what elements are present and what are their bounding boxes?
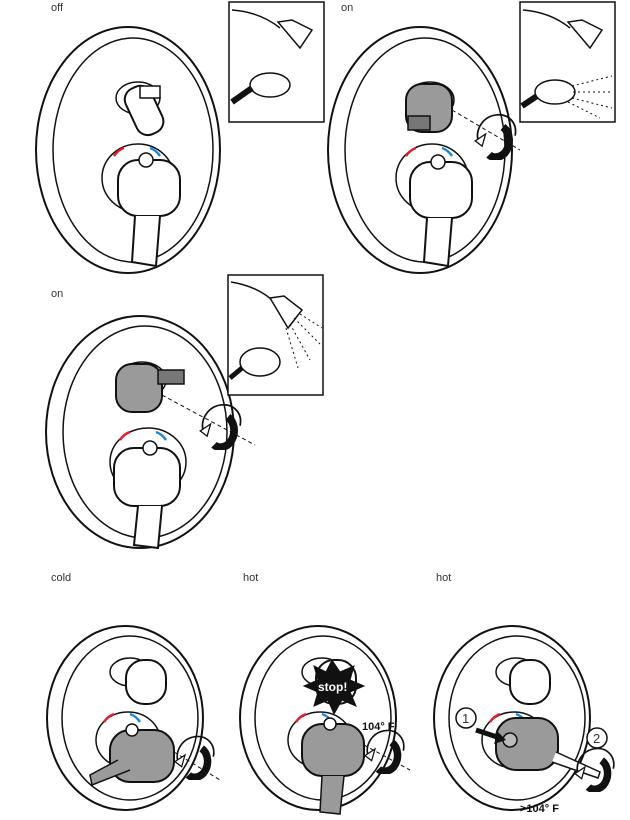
stop-burst-icon xyxy=(302,659,366,716)
panel-4-label: cold xyxy=(51,572,72,584)
step-2-circle xyxy=(586,727,608,749)
hand-shower-icon xyxy=(249,72,291,98)
panel-6-valve xyxy=(433,625,614,811)
stop-label: stop! xyxy=(318,680,348,694)
panel-5-label: hot xyxy=(243,572,259,584)
panel-4-valve xyxy=(46,625,221,811)
panel-1-valve xyxy=(35,26,221,274)
panel-3-valve xyxy=(45,315,256,550)
water-spray-icon xyxy=(567,75,613,119)
panel-3-inset xyxy=(227,274,324,396)
shower-head-icon xyxy=(276,19,314,50)
panel-6-label: hot xyxy=(436,572,452,584)
panel-1-inset xyxy=(228,1,325,123)
panel-2-label: on xyxy=(341,2,354,14)
step-1-circle xyxy=(455,707,477,729)
panel-2-valve xyxy=(327,26,521,274)
panel-3-label: on xyxy=(51,288,64,300)
panel-1-label: off xyxy=(51,2,64,14)
step-2-label: 2 xyxy=(593,731,601,746)
panel-2-inset xyxy=(519,1,616,123)
step-1-label: 1 xyxy=(462,711,470,726)
temp-over-104: >104° F xyxy=(520,803,559,815)
panel-5-valve xyxy=(239,625,411,815)
